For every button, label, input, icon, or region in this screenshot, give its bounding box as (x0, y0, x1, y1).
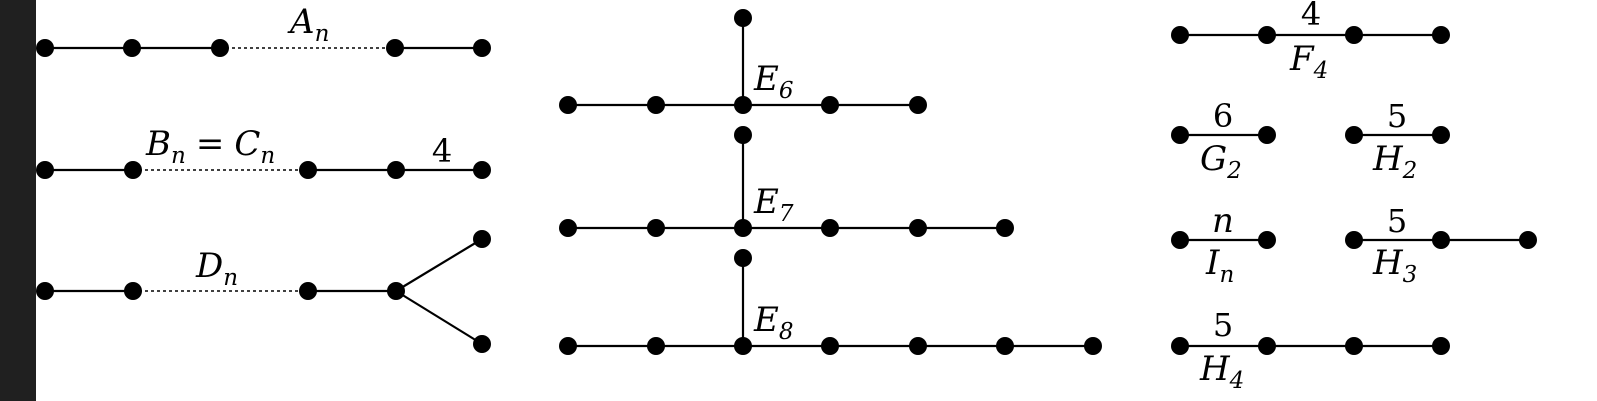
edge (395, 290, 483, 345)
node (821, 96, 839, 114)
node (124, 161, 142, 179)
node (1345, 231, 1363, 249)
node (734, 126, 752, 144)
node (734, 337, 752, 355)
node (1258, 126, 1276, 144)
label-e-7: E7 (753, 182, 794, 227)
label-d-n: Dn (195, 246, 238, 291)
label-g-2: G2 (1200, 139, 1242, 184)
node (211, 39, 229, 57)
node (1432, 26, 1450, 44)
node (473, 161, 491, 179)
node (559, 337, 577, 355)
edge-weight-label: 6 (1213, 97, 1233, 135)
edge-weight-label: n (1212, 201, 1234, 241)
node (36, 39, 54, 57)
node (473, 39, 491, 57)
diagram-i-n: n In (1171, 201, 1276, 288)
node (821, 219, 839, 237)
label-f-4: F4 (1289, 39, 1328, 84)
node (647, 219, 665, 237)
node (1258, 26, 1276, 44)
node (1519, 231, 1537, 249)
node (387, 161, 405, 179)
diagram-h-3: 5 H3 (1345, 202, 1537, 288)
diagram-e-8: E8 (559, 249, 1102, 355)
node (1258, 337, 1276, 355)
label-i-n: In (1205, 243, 1234, 288)
diagram-e-6: E6 (559, 9, 927, 114)
diagram-h-4: 5 H4 (1171, 306, 1450, 394)
node (996, 219, 1014, 237)
node (1084, 337, 1102, 355)
label-h-3: H3 (1372, 243, 1417, 288)
node (559, 96, 577, 114)
node (909, 219, 927, 237)
node (734, 9, 752, 27)
node (909, 337, 927, 355)
node (1345, 26, 1363, 44)
node (1258, 231, 1276, 249)
node (821, 337, 839, 355)
node (1171, 126, 1189, 144)
diagram-f-4: 4 F4 (1171, 0, 1450, 84)
node (734, 249, 752, 267)
node (734, 96, 752, 114)
diagram-b-n-c-n: Bn=Cn 4 (36, 124, 491, 179)
node (387, 282, 405, 300)
edge-weight-label: 4 (1301, 0, 1321, 33)
left-edge-bar (0, 0, 36, 401)
label-b-n-c-n: Bn=Cn (145, 124, 275, 169)
node (1345, 126, 1363, 144)
node (473, 335, 491, 353)
edge-weight-label: 4 (432, 132, 452, 170)
node (1432, 337, 1450, 355)
node (1171, 337, 1189, 355)
node (1171, 26, 1189, 44)
node (123, 39, 141, 57)
edge-weight-label: 5 (1213, 306, 1233, 344)
label-e-8: E8 (753, 300, 793, 345)
node (299, 282, 317, 300)
node (647, 96, 665, 114)
node (473, 230, 491, 248)
diagram-h-2: 5 H2 (1345, 97, 1450, 184)
diagram-e-7: E7 (559, 126, 1014, 237)
node (299, 161, 317, 179)
edge (395, 238, 483, 292)
node (1432, 231, 1450, 249)
label-e-6: E6 (753, 59, 793, 104)
node (734, 219, 752, 237)
node (559, 219, 577, 237)
node (124, 282, 142, 300)
diagram-a-n: An (36, 2, 491, 57)
node (647, 337, 665, 355)
node (1345, 337, 1363, 355)
label-h-4: H4 (1199, 349, 1244, 394)
node (1432, 126, 1450, 144)
diagram-g-2: 6 G2 (1171, 97, 1276, 184)
node (1171, 231, 1189, 249)
node (36, 282, 54, 300)
node (909, 96, 927, 114)
node (36, 161, 54, 179)
diagram-d-n: Dn (36, 230, 491, 353)
node (996, 337, 1014, 355)
label-h-2: H2 (1372, 139, 1417, 184)
edge-weight-label: 5 (1387, 202, 1407, 240)
node (386, 39, 404, 57)
label-a-n: An (287, 2, 329, 47)
edge-weight-label: 5 (1387, 97, 1407, 135)
